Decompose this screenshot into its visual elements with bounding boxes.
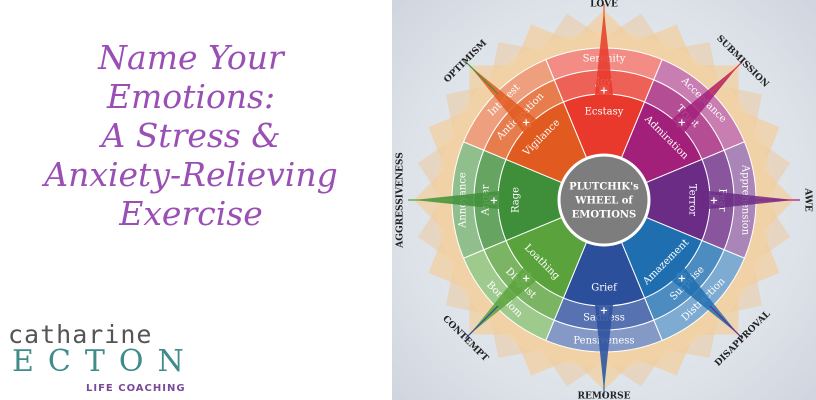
plus-marker bbox=[599, 305, 609, 315]
center-label-line-2: WHEEL of bbox=[574, 196, 633, 207]
center-label-line-1: PLUTCHIK's bbox=[569, 182, 639, 193]
wheel-center bbox=[557, 153, 651, 247]
logo-name: catharine bbox=[8, 320, 153, 349]
dyad-arrow bbox=[593, 295, 615, 390]
title-line-2: Emotions: bbox=[106, 77, 276, 116]
dyad-arrow bbox=[414, 189, 509, 211]
plus-sign: + bbox=[600, 306, 608, 317]
plutchik-wheel: SerenityJoyEcstasyAcceptanceTrustAdmirat… bbox=[396, 0, 813, 400]
plus-sign: + bbox=[678, 118, 686, 129]
plus-marker bbox=[521, 117, 532, 128]
dyad-label: AGGRESSIVENESS bbox=[396, 152, 406, 248]
page-title: Name Your Emotions: A Stress & Anxiety-R… bbox=[6, 38, 376, 233]
dyad-label: LOVE bbox=[590, 0, 618, 10]
logo-surname: ECTON bbox=[12, 344, 198, 379]
title-line-5: Exercise bbox=[119, 194, 263, 233]
sector-label-inner: Terror bbox=[687, 184, 698, 216]
dyad-line bbox=[464, 305, 499, 340]
dyad-line bbox=[709, 60, 744, 95]
plus-sign: + bbox=[490, 196, 498, 207]
dyad-line bbox=[709, 305, 744, 340]
plus-marker bbox=[521, 272, 532, 283]
plus-sign: + bbox=[522, 118, 530, 129]
plus-sign: + bbox=[522, 273, 530, 284]
title-line-1: Name Your bbox=[98, 38, 284, 77]
sector-label-inner: Grief bbox=[591, 283, 618, 294]
dyad-arrow bbox=[699, 189, 794, 211]
center-label-line-3: EMOTIONS bbox=[572, 210, 637, 221]
plus-marker bbox=[676, 117, 687, 128]
sector-label-inner: Ecstasy bbox=[585, 107, 624, 118]
title-line-3: A Stress & bbox=[101, 116, 281, 155]
wheel-panel: SerenityJoyEcstasyAcceptanceTrustAdmirat… bbox=[392, 0, 816, 400]
plus-marker bbox=[676, 272, 687, 283]
title-line-4: Anxiety-Relieving bbox=[44, 155, 338, 194]
plus-sign: + bbox=[678, 273, 686, 284]
plus-marker bbox=[599, 85, 609, 95]
plus-marker bbox=[489, 195, 499, 205]
logo-tagline: LIFE COACHING bbox=[86, 383, 186, 394]
dyad-line bbox=[464, 60, 499, 95]
plus-marker bbox=[709, 195, 719, 205]
dyad-label: AWE bbox=[803, 187, 813, 212]
dyad-arrow bbox=[593, 10, 615, 105]
sector-label-inner: Rage bbox=[511, 187, 522, 213]
plus-sign: + bbox=[600, 86, 608, 97]
plus-sign: + bbox=[710, 196, 718, 207]
logo: catharine ECTON LIFE COACHING bbox=[8, 320, 188, 400]
left-panel: Name Your Emotions: A Stress & Anxiety-R… bbox=[0, 0, 392, 400]
dyad-label: REMORSE bbox=[578, 392, 631, 400]
